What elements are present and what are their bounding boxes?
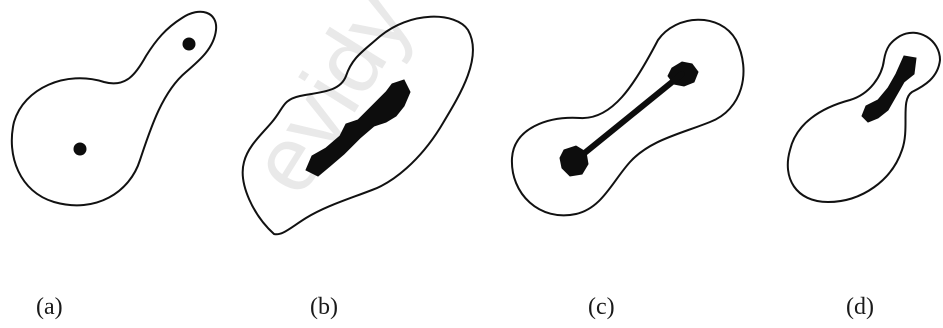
caption-b: (b) xyxy=(310,294,338,320)
panel-c-blob-lower xyxy=(559,145,589,177)
panel-a-dot-lower xyxy=(73,142,87,156)
panel-a xyxy=(10,10,218,207)
panel-a-boundary xyxy=(10,10,218,207)
panel-c xyxy=(510,18,745,217)
caption-c: (c) xyxy=(588,294,615,320)
panel-d-boundary xyxy=(786,31,941,203)
panel-b-boundary xyxy=(241,15,474,236)
panel-a-dot-upper xyxy=(182,37,196,51)
caption-d: (d) xyxy=(846,294,874,320)
panel-c-boundary xyxy=(510,18,745,217)
panel-b-core xyxy=(305,79,411,177)
panel-c-connecting-rod xyxy=(573,71,685,163)
caption-a: (a) xyxy=(36,294,63,320)
panel-b xyxy=(241,15,474,236)
panel-d-core xyxy=(861,55,917,123)
panel-d xyxy=(786,31,941,203)
